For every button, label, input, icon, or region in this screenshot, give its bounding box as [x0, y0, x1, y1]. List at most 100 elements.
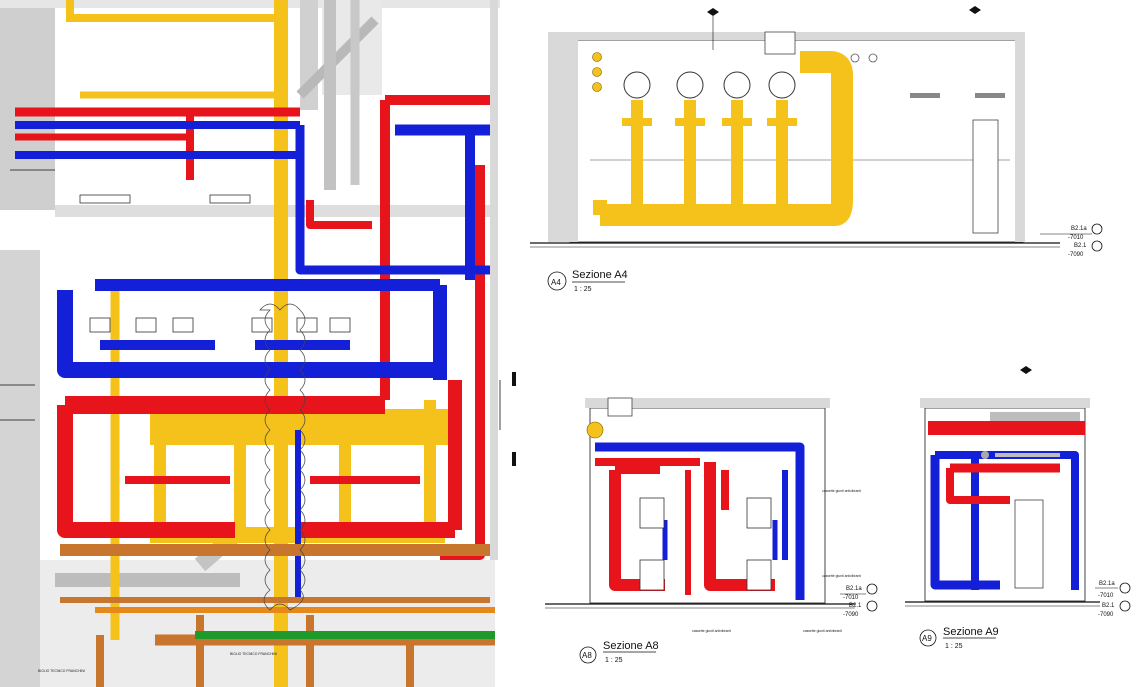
a4-pump-3	[723, 71, 751, 99]
a9-room-outline	[924, 407, 1086, 602]
hot-link-1	[306, 200, 372, 229]
a8-slab-top	[585, 398, 830, 408]
a4-valves	[592, 52, 602, 92]
a4-duct-round-1	[850, 53, 860, 63]
a8-pump-4	[746, 559, 772, 591]
a8-pump-1	[639, 497, 665, 529]
plan-wall-right	[490, 0, 498, 560]
a8-level-marker-2	[866, 600, 878, 612]
a9-tag: A9	[922, 634, 932, 643]
a9-title: Sezione A9	[943, 626, 999, 638]
a8-level-top-value: -7010	[843, 595, 859, 601]
a4-pump-1	[623, 71, 651, 99]
duct-diag-1	[296, 16, 379, 99]
plan-section-mark-1	[512, 372, 516, 386]
a4-flange-2	[675, 118, 705, 126]
drain-lines-plan	[60, 544, 495, 687]
a8-level-bot-value: -7090	[843, 612, 859, 618]
a8-tag-circle	[579, 646, 597, 664]
pump-plan-3	[172, 317, 194, 333]
a4-title: Sezione A4	[572, 269, 628, 281]
a4-gas-loop	[600, 51, 853, 226]
a4-beam-notch	[764, 31, 796, 55]
a4-level-marker-2	[1091, 240, 1103, 252]
pump-plan-5	[296, 317, 318, 333]
a4-pump-2	[676, 71, 704, 99]
plan-label-2: BIGLIO TECNICO FRANCHINI	[230, 652, 277, 656]
a4-tag: A4	[551, 278, 561, 287]
a4-fixture-2	[975, 93, 1005, 98]
a4-level-marker-1	[1091, 223, 1103, 235]
a9-level-top-value: -7010	[1098, 593, 1114, 599]
a8-gas-valve	[586, 421, 604, 439]
a4-level-top-value: -7010	[1068, 235, 1084, 241]
section-a9: A9 Sezione A9 1 : 25 B2.1a -7010 B2.1 -7…	[905, 366, 1131, 650]
a8-title: Sezione A8	[603, 640, 659, 652]
a4-cabinet	[972, 119, 999, 234]
a4-section-arrow	[707, 8, 719, 16]
a8-level-top: B2.1a	[846, 586, 862, 592]
pump-plan-4	[251, 317, 273, 333]
a4-duct-round-2	[868, 53, 878, 63]
a9-cabinet	[1014, 499, 1044, 589]
a8-callout-cassette-a: cassette giunti antivibranti	[822, 489, 861, 493]
a4-valve-3	[592, 82, 602, 92]
hot-loop-left	[57, 405, 235, 538]
equip-plan-1	[79, 194, 131, 204]
a4-wall-left	[548, 32, 578, 242]
a8-tag: A8	[582, 651, 592, 660]
a4-pump-4	[768, 71, 796, 99]
a4-flange-3	[722, 118, 752, 126]
a4-level-bot: B2.1	[1074, 243, 1087, 249]
a8-level-bot: B2.1	[849, 603, 862, 609]
cold-route-1	[295, 125, 490, 275]
a8-callout-cassette-b: cassette giunti antivibranti	[822, 574, 861, 578]
section-a4: A4 Sezione A4 1 : 25 B2.1a -7010 B2.1 -7…	[530, 6, 1103, 293]
a4-scale: 1 : 25	[574, 286, 592, 293]
a9-section-arrow	[1020, 366, 1032, 374]
a4-slab-top	[570, 32, 1025, 40]
a8-pump-3	[746, 497, 772, 529]
a4-flange-4	[767, 118, 797, 126]
a4-fixture-1	[910, 93, 940, 98]
a4-wall-right	[1015, 36, 1025, 242]
a8-pumps	[639, 497, 772, 591]
a4-pump-columns	[622, 100, 797, 215]
a4-level-bot-value: -7090	[1068, 252, 1084, 258]
section-a8: cassette giunti antivibranti cassette gi…	[545, 397, 878, 664]
a9-hot-branch	[946, 468, 1010, 504]
cold-water-lines-plan	[15, 121, 490, 600]
a9-level-marker-2	[1119, 600, 1131, 612]
a8-beam-notch	[607, 397, 633, 417]
plan-wall-top	[0, 0, 500, 8]
a8-callout-cassette-c: cassette giunti antivibranti	[692, 629, 731, 633]
a9-tag-circle	[919, 629, 937, 647]
a9-level-bot-value: -7090	[1098, 612, 1114, 618]
a9-level-bot: B2.1	[1102, 603, 1115, 609]
plan-section-mark-2	[512, 452, 516, 466]
cold-loop-left	[57, 290, 285, 378]
plant-room-plan: BIGLIO TECNICO FRANCHINI BIGLIO TECNICO …	[0, 0, 516, 687]
a4-flange-1	[622, 118, 652, 126]
a4-tag-circle	[547, 271, 567, 291]
a8-level-marker-1	[866, 583, 878, 595]
a4-section-arrow-2	[969, 6, 981, 14]
revision-cloud	[259, 303, 306, 611]
pump-plan-1	[89, 317, 111, 333]
plan-wall-left-lower	[0, 250, 40, 687]
plan-wall-left-upper	[0, 0, 55, 210]
a4-pumps	[623, 71, 796, 99]
pumps-plan	[79, 194, 351, 333]
a8-scale: 1 : 25	[605, 657, 623, 664]
a9-level-top: B2.1a	[1099, 581, 1115, 587]
a8-callout-cassette-d: cassette giunti antivibranti	[803, 629, 842, 633]
pump-plan-6	[329, 317, 351, 333]
a4-valve-1	[592, 52, 602, 62]
a9-valve	[981, 451, 989, 459]
a9-scale: 1 : 25	[945, 643, 963, 650]
a8-pump-2	[639, 559, 665, 591]
equip-plan-2	[209, 194, 251, 204]
a4-level-top: B2.1a	[1071, 226, 1087, 232]
plan-label-1: BIGLIO TECNICO FRANCHINI	[38, 669, 85, 673]
